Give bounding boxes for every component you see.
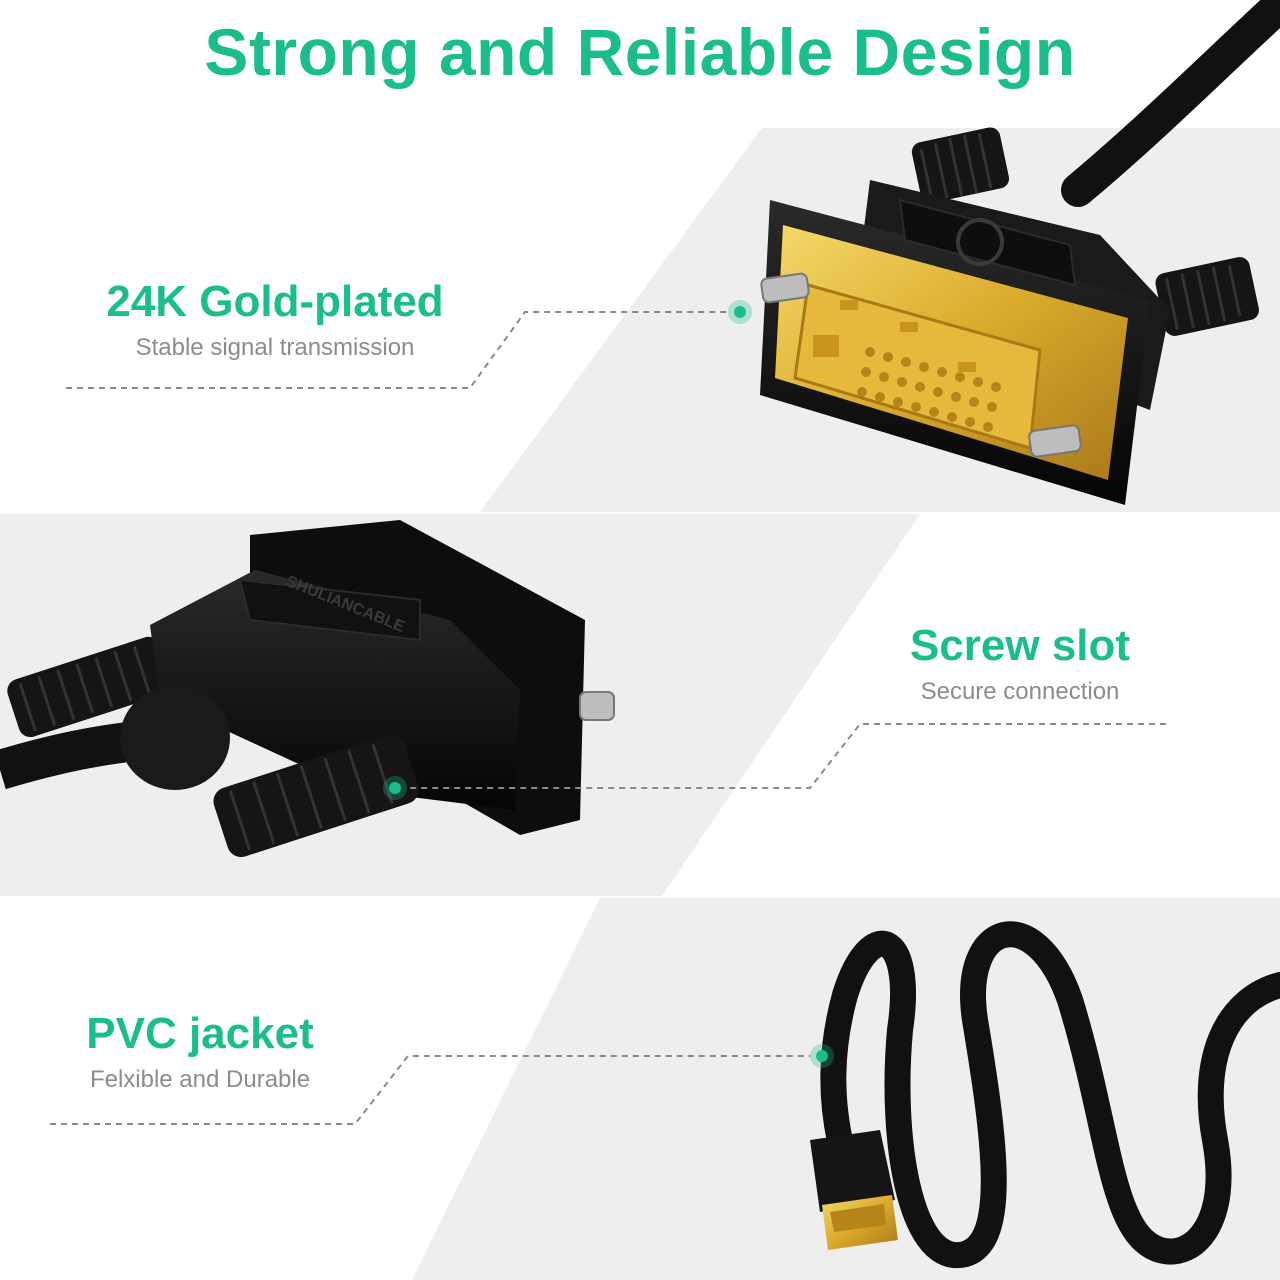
feature-screw-slot: Screw slot Secure connection <box>860 621 1180 706</box>
feature-subtitle: Felxible and Durable <box>89 1066 311 1094</box>
callout-line-gold-plated <box>66 311 728 389</box>
feature-gold-plated: 24K Gold-plated Stable signal transmissi… <box>70 277 480 362</box>
dvi-connector-gold-image <box>760 0 1280 505</box>
feature-heading: PVC jacket <box>86 1009 314 1058</box>
dvi-connector-back-image: SHULIANCABLE <box>0 520 615 858</box>
callout-dot-pvc-jacket-core <box>816 1050 828 1062</box>
callout-line-screw-slot <box>408 723 1166 789</box>
feature-subtitle: Stable signal transmission <box>135 334 415 362</box>
page-title: Strong and Reliable Design <box>204 15 1076 89</box>
callout-dot-gold-plated-core <box>734 306 746 318</box>
callout-dot-screw-slot-core <box>389 782 401 794</box>
coiled-cable-image <box>810 921 1280 1268</box>
feature-subtitle: Secure connection <box>920 678 1120 706</box>
feature-heading: 24K Gold-plated <box>106 277 444 326</box>
feature-heading: Screw slot <box>909 621 1131 670</box>
feature-pvc-jacket: PVC jacket Felxible and Durable <box>40 1009 360 1094</box>
